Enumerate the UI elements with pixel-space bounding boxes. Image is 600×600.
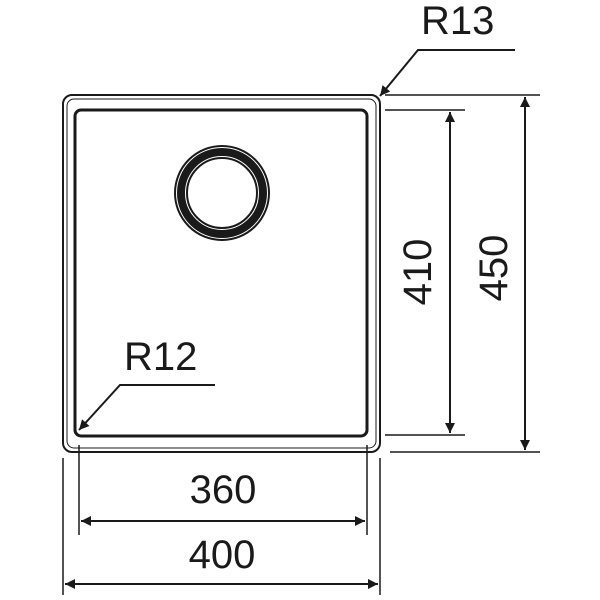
outer-radius-leader xyxy=(379,49,515,97)
outer-width-label: 400 xyxy=(189,533,256,577)
outer-height-label: 450 xyxy=(472,235,516,302)
inner-width-label: 360 xyxy=(190,468,257,512)
inner-radius-leader xyxy=(78,384,215,431)
drain-icon xyxy=(174,145,270,241)
outer-corner-radius-label: R13 xyxy=(421,0,494,43)
inner-height-label: 410 xyxy=(396,239,440,306)
inner-corner-radius-label: R12 xyxy=(124,335,197,379)
sink-inner-bowl xyxy=(73,108,369,438)
sink-outer-outline xyxy=(62,94,381,453)
sink-outer-inner-edge xyxy=(66,98,377,449)
